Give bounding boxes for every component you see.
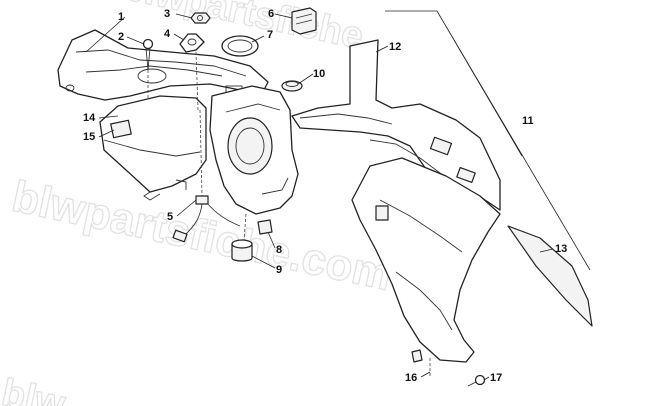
part-9-knob[interactable] <box>231 213 253 262</box>
part-17-bolt[interactable] <box>467 374 486 387</box>
bracket-11 <box>385 10 591 271</box>
part-center-dash-assembly[interactable] <box>209 85 299 215</box>
callout-8[interactable]: 8 <box>276 244 282 256</box>
part-15-lower-left-panel[interactable] <box>99 95 207 201</box>
leader-lines <box>85 13 554 381</box>
callout-17[interactable]: 17 <box>490 372 502 384</box>
callout-10[interactable]: 10 <box>313 68 325 80</box>
part-8-clip[interactable] <box>257 219 273 235</box>
callout-3[interactable]: 3 <box>164 8 170 20</box>
callout-13[interactable]: 13 <box>555 243 567 255</box>
callout-16[interactable]: 16 <box>405 372 417 384</box>
part-2-screw[interactable] <box>142 38 154 101</box>
part-3-nut[interactable] <box>190 12 211 24</box>
callout-6[interactable]: 6 <box>268 8 274 20</box>
callout-7[interactable]: 7 <box>267 29 273 41</box>
callout-11[interactable]: 11 <box>522 115 534 127</box>
part-11-side-panel[interactable] <box>351 157 501 363</box>
callout-2[interactable]: 2 <box>118 31 124 43</box>
part-10-grommet[interactable] <box>281 80 303 92</box>
part-4-clip[interactable] <box>179 33 205 111</box>
part-7-ring[interactable] <box>221 35 259 57</box>
callout-15[interactable]: 15 <box>83 131 95 143</box>
callout-14[interactable]: 14 <box>83 112 96 124</box>
part-6-switch[interactable] <box>291 7 317 35</box>
watermark-bottom: blw <box>0 372 69 406</box>
callout-labels: 1 2 3 4 5 6 7 8 9 10 11 12 13 14 15 16 1… <box>83 8 567 384</box>
callout-5[interactable]: 5 <box>167 211 173 223</box>
callout-9[interactable]: 9 <box>276 264 282 276</box>
part-5-wire-harness[interactable] <box>172 109 241 243</box>
callout-12[interactable]: 12 <box>389 41 401 53</box>
callout-4[interactable]: 4 <box>164 28 171 40</box>
part-16-bracket[interactable] <box>411 349 431 378</box>
callout-1[interactable]: 1 <box>118 11 124 23</box>
part-13-wedge-panel[interactable] <box>507 225 593 327</box>
